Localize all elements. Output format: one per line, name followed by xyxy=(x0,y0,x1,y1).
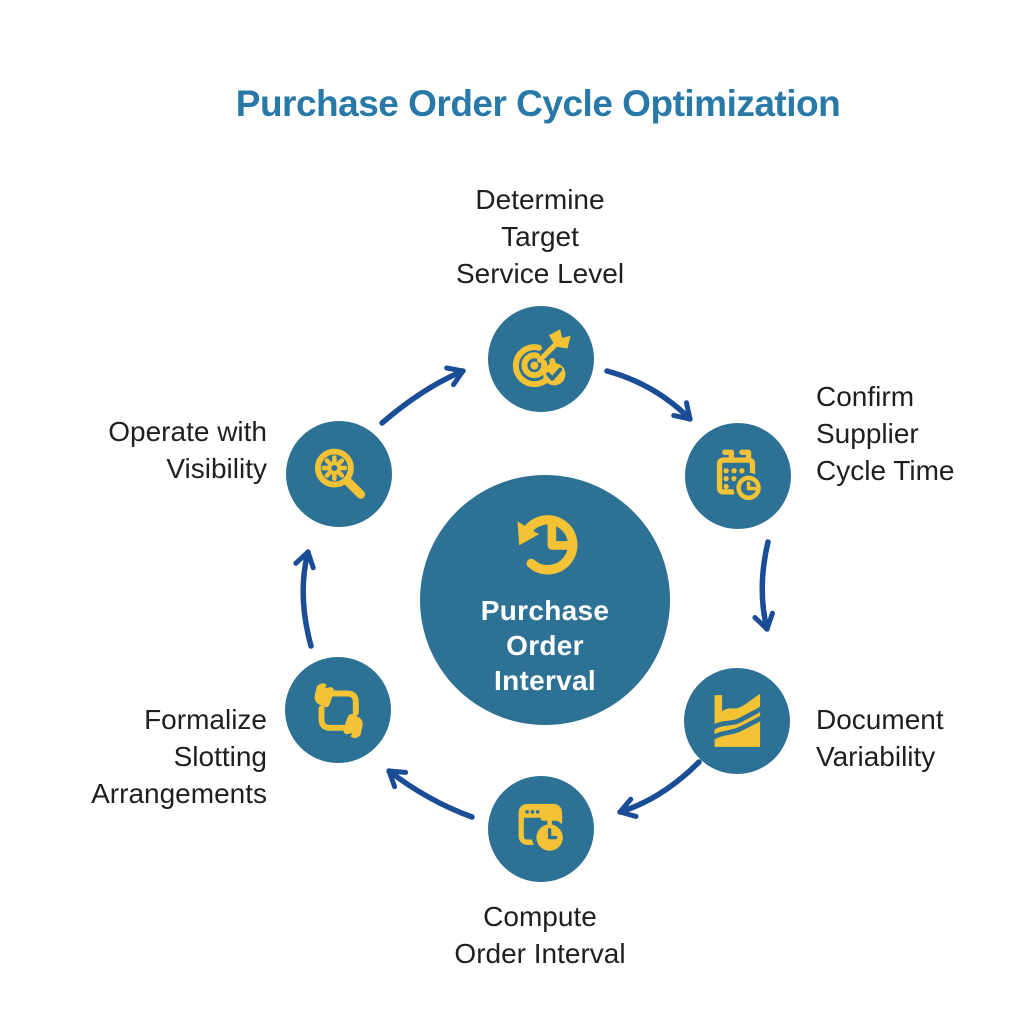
arrow-operate-to-determine xyxy=(379,365,466,426)
node-determine-target-service-level xyxy=(488,306,594,412)
node-compute-order-interval xyxy=(488,776,594,882)
arrow-confirm-to-document xyxy=(752,539,775,632)
arrow-formalize-to-operate xyxy=(293,549,316,649)
label-confirm-supplier-cycle-time: Confirm Supplier Cycle Time xyxy=(816,381,955,486)
window-stopwatch-icon xyxy=(518,803,568,855)
hub-label: Purchase Order Interval xyxy=(480,595,610,696)
label-operate-with-visibility: Operate with Visibility xyxy=(108,416,267,484)
target-check-icon xyxy=(512,329,571,388)
history-clock-icon xyxy=(517,515,578,575)
label-compute-order-interval: Compute Order Interval xyxy=(454,901,626,969)
magnifier-gear-icon xyxy=(314,448,366,499)
node-confirm-supplier-cycle-time xyxy=(685,423,791,529)
node-operate-with-visibility xyxy=(286,421,392,527)
label-document-variability: Document Variability xyxy=(816,704,944,772)
area-chart-icon xyxy=(711,693,764,747)
arrow-compute-to-formalize xyxy=(386,768,475,820)
label-formalize-slotting-arrangements: Formalize Slotting Arrangements xyxy=(91,704,267,809)
label-determine-target-service-level: Determine Target Service Level xyxy=(455,184,625,289)
calendar-clock-icon xyxy=(716,449,764,504)
document-handoff-icon xyxy=(314,683,363,739)
node-document-variability xyxy=(684,668,790,774)
arrow-document-to-compute xyxy=(617,759,702,819)
node-formalize-slotting-arrangements xyxy=(285,657,391,763)
hub-purchase-order-interval: Purchase Order Interval xyxy=(420,475,670,725)
arrow-determine-to-confirm xyxy=(604,368,693,422)
page-title: Purchase Order Cycle Optimization xyxy=(235,83,841,124)
